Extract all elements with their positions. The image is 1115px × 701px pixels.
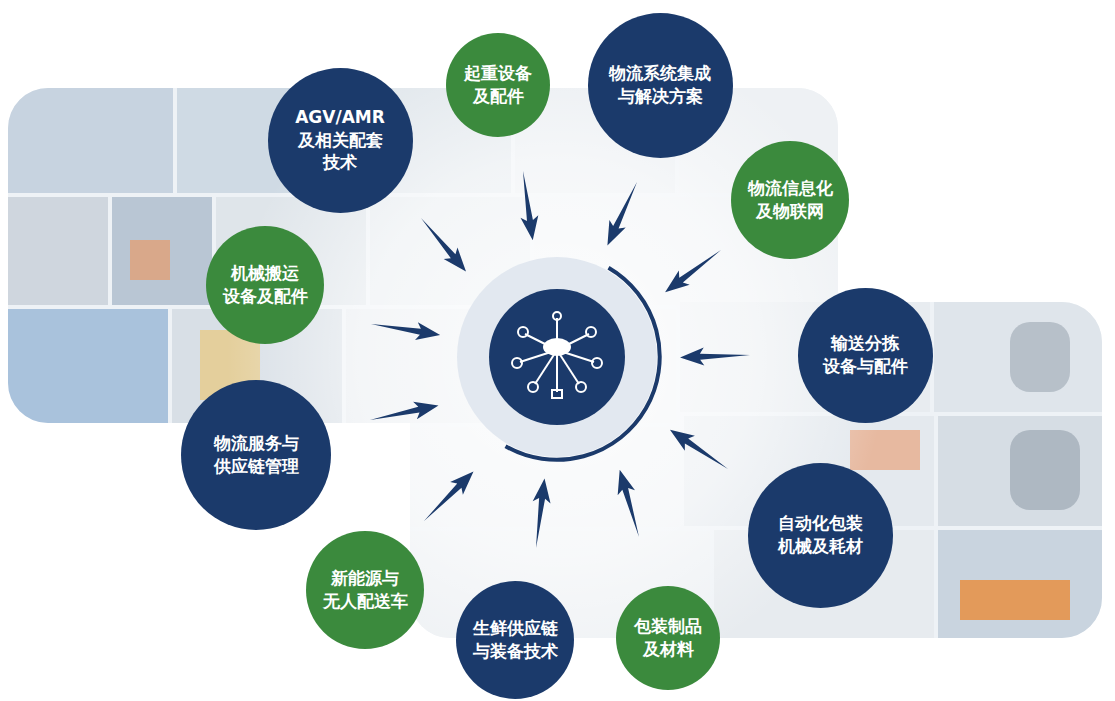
topic-circle: 输送分拣 设备与配件 bbox=[798, 288, 933, 423]
topic-circle: 包装制品 及材料 bbox=[616, 586, 720, 690]
topic-circle: AGV/AMR 及相关配套 技术 bbox=[268, 68, 413, 213]
topic-circle: 起重设备 及配件 bbox=[446, 33, 550, 137]
center-hub bbox=[457, 257, 660, 460]
topic-label: 物流服务与 供应链管理 bbox=[211, 432, 302, 478]
topic-circle: 新能源与 无人配送车 bbox=[306, 531, 424, 649]
topic-circle: 物流信息化 及物联网 bbox=[731, 141, 849, 259]
topic-circle: 自动化包装 机械及耗材 bbox=[748, 463, 893, 608]
topic-circle: 物流服务与 供应链管理 bbox=[181, 380, 331, 530]
topic-circle: 机械搬运 设备及配件 bbox=[206, 226, 324, 344]
pointer-arrows bbox=[368, 170, 750, 549]
topic-circle: 物流系统集成 与解决方案 bbox=[588, 13, 733, 158]
topic-circle: 生鲜供应链 与装备技术 bbox=[456, 581, 574, 699]
topic-label: 包装制品 及材料 bbox=[631, 615, 705, 661]
topic-label: 自动化包装 机械及耗材 bbox=[775, 512, 866, 558]
topic-label: AGV/AMR 及相关配套 技术 bbox=[292, 106, 388, 175]
topic-label: 起重设备 及配件 bbox=[461, 62, 535, 108]
topic-label: 物流系统集成 与解决方案 bbox=[606, 62, 714, 108]
topic-label: 物流信息化 及物联网 bbox=[745, 177, 836, 223]
topic-label: 输送分拣 设备与配件 bbox=[820, 332, 911, 378]
topic-label: 新能源与 无人配送车 bbox=[320, 567, 411, 613]
topic-label: 生鲜供应链 与装备技术 bbox=[470, 617, 561, 663]
topic-label: 机械搬运 设备及配件 bbox=[220, 262, 311, 308]
